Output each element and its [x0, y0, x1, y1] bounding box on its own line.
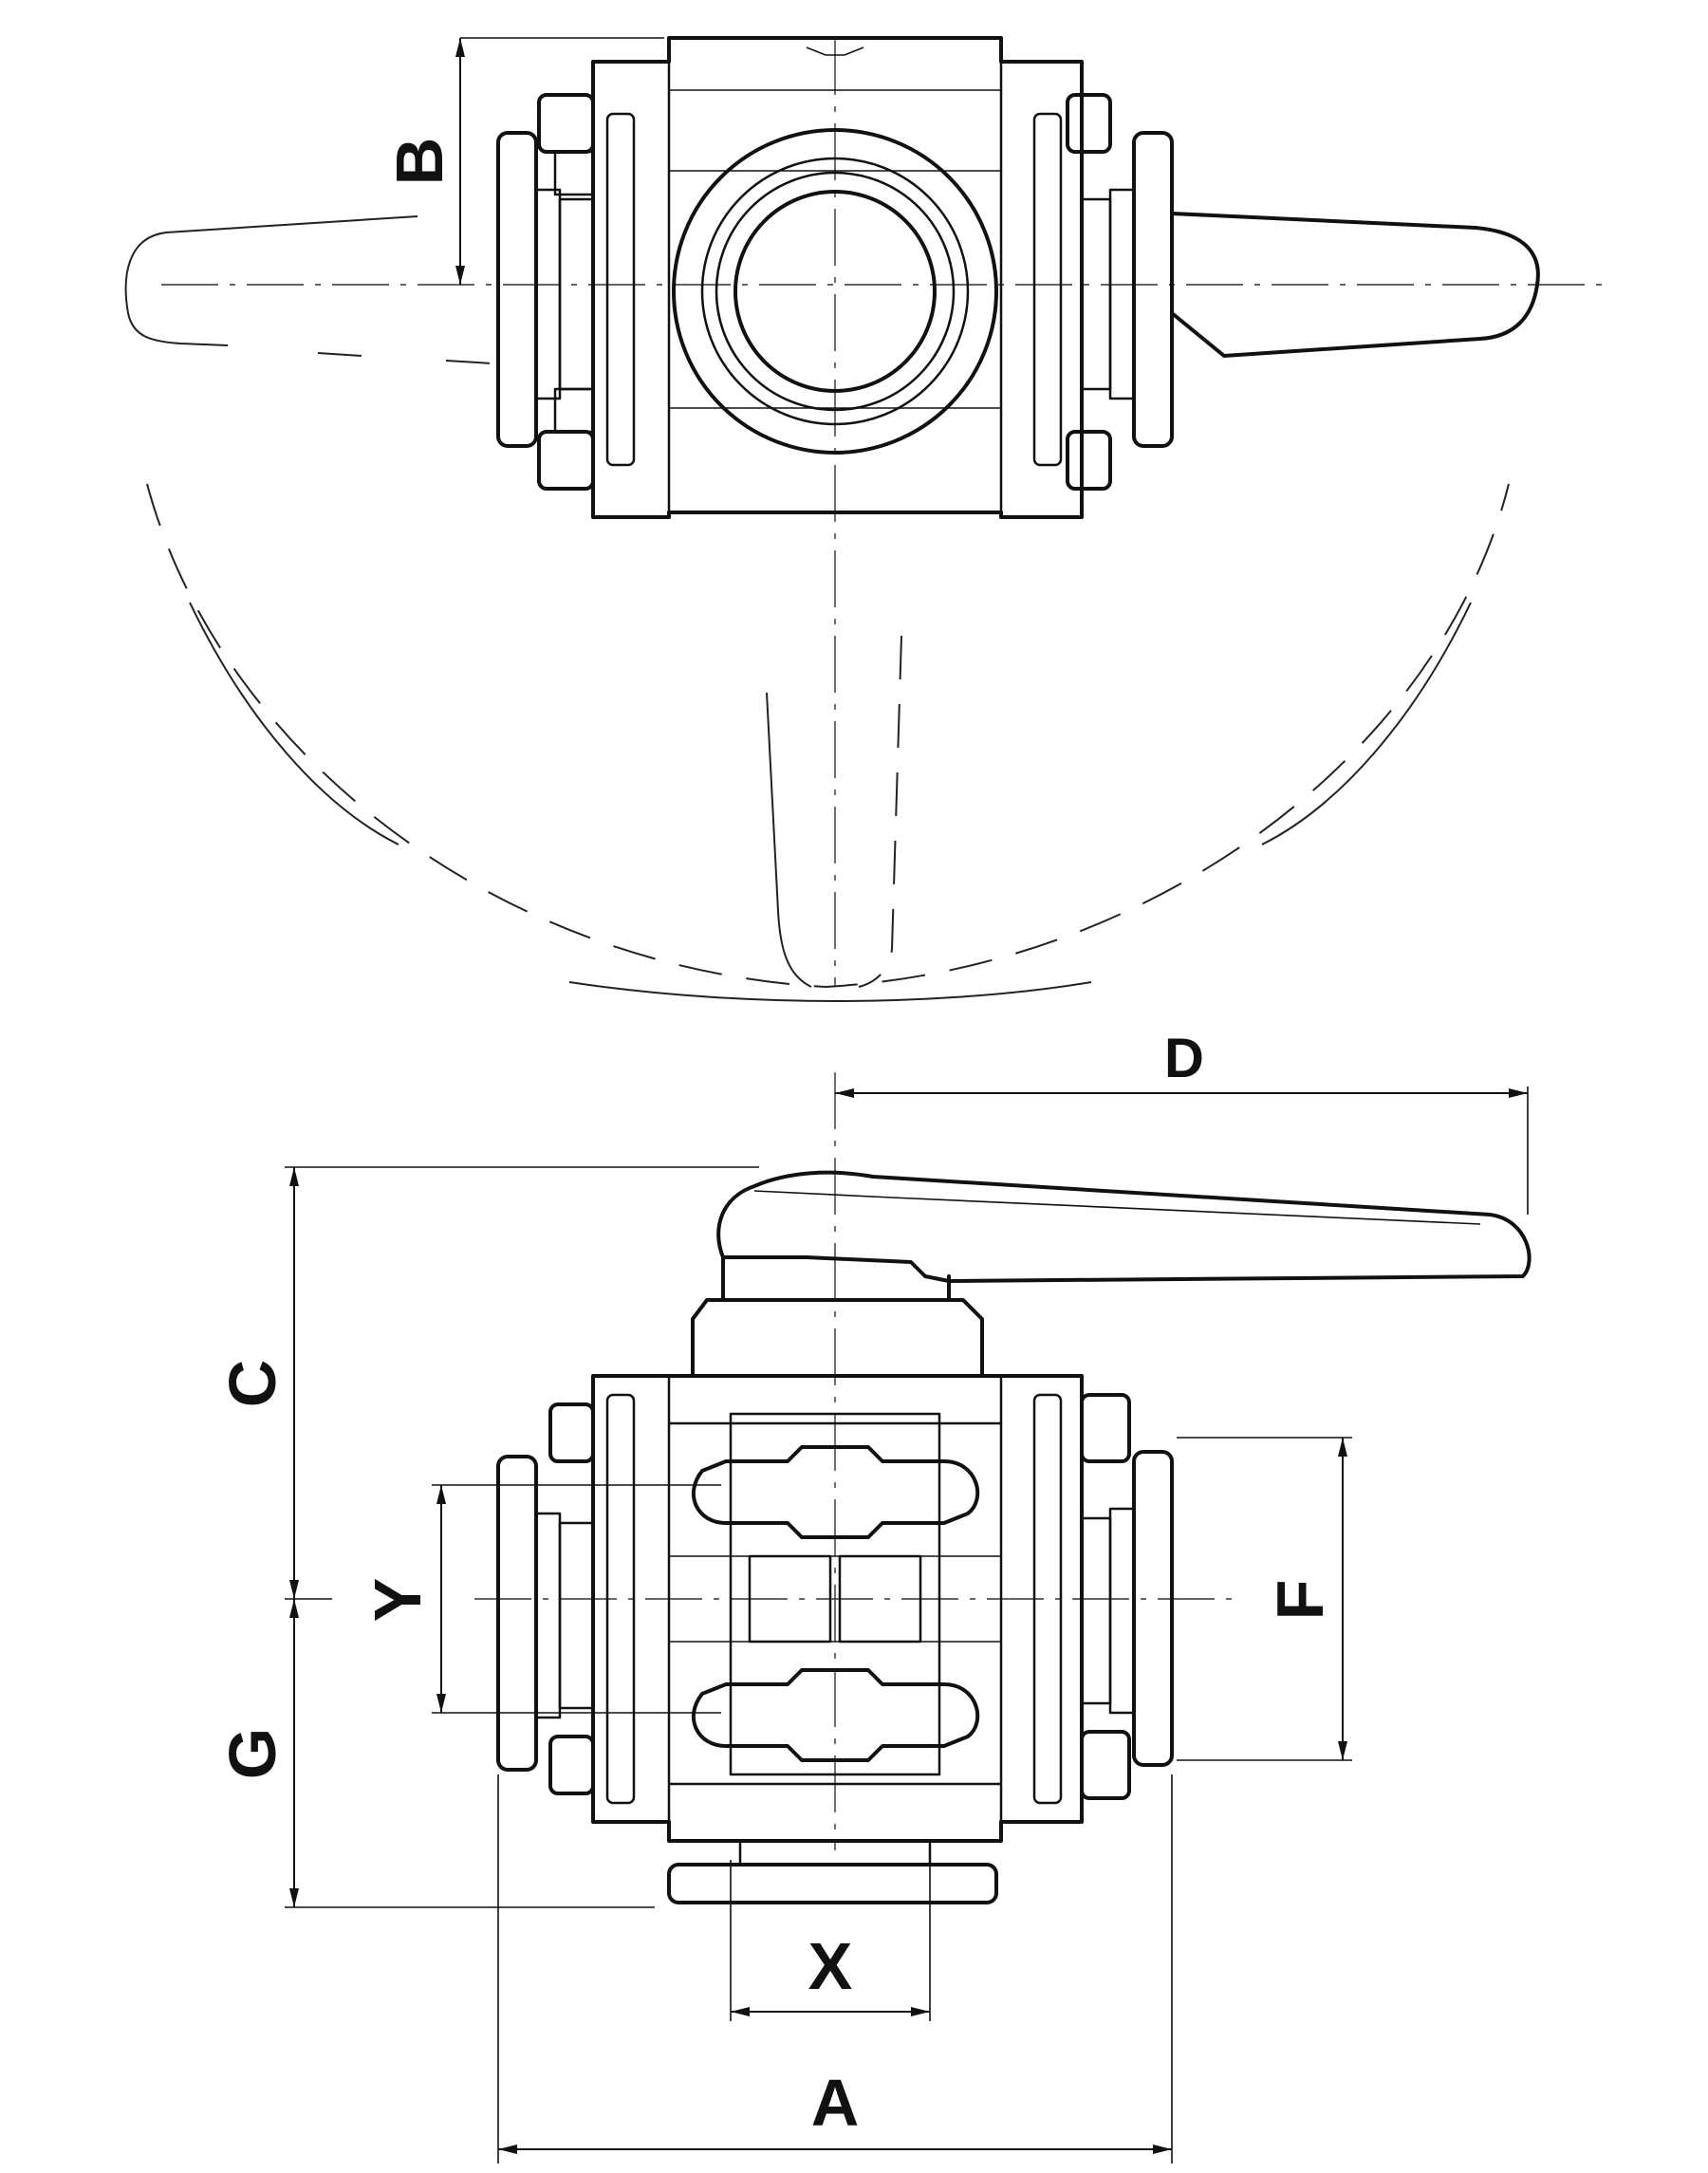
- right-clamp-top: [1066, 93, 1540, 491]
- front-view: [474, 1072, 1532, 1904]
- right-clamp-front: [1080, 1393, 1174, 1800]
- label-f: F: [1263, 1580, 1337, 1621]
- bolt-icon: [1080, 1730, 1131, 1800]
- left-clamp-front: [496, 1402, 595, 1795]
- handle-sweep-ghost: [124, 215, 1510, 1003]
- label-a: A: [811, 2066, 860, 2140]
- lower-slot: [691, 1668, 980, 1762]
- bolt-icon: [1066, 430, 1112, 491]
- bolt-icon: [548, 1735, 595, 1795]
- label-b: B: [382, 138, 456, 186]
- bottom-clamp: [667, 1839, 998, 1904]
- handle-top-view: [1170, 212, 1540, 358]
- label-c: C: [215, 1360, 289, 1408]
- bolt-icon: [548, 1402, 595, 1463]
- bolt-icon: [537, 430, 595, 491]
- top-view: [124, 36, 1613, 1003]
- dimension-labels: B D C G Y F X A: [215, 138, 1337, 2140]
- label-y: Y: [361, 1578, 435, 1623]
- lever-handle: [716, 1170, 1532, 1283]
- left-clamp-top: [496, 93, 595, 491]
- bolt-icon: [1080, 1393, 1131, 1463]
- label-g: G: [215, 1728, 289, 1779]
- outlet-port-outer: [672, 128, 998, 455]
- upper-slot: [691, 1445, 980, 1539]
- valve-body-top: [591, 36, 1084, 519]
- dimension-lines: [285, 37, 1529, 2164]
- valve-body-front: [591, 1374, 1084, 1843]
- label-d: D: [1164, 1028, 1204, 1089]
- label-x: X: [808, 1929, 853, 2003]
- bolt-icon: [537, 93, 595, 154]
- bolt-icon: [1066, 93, 1112, 154]
